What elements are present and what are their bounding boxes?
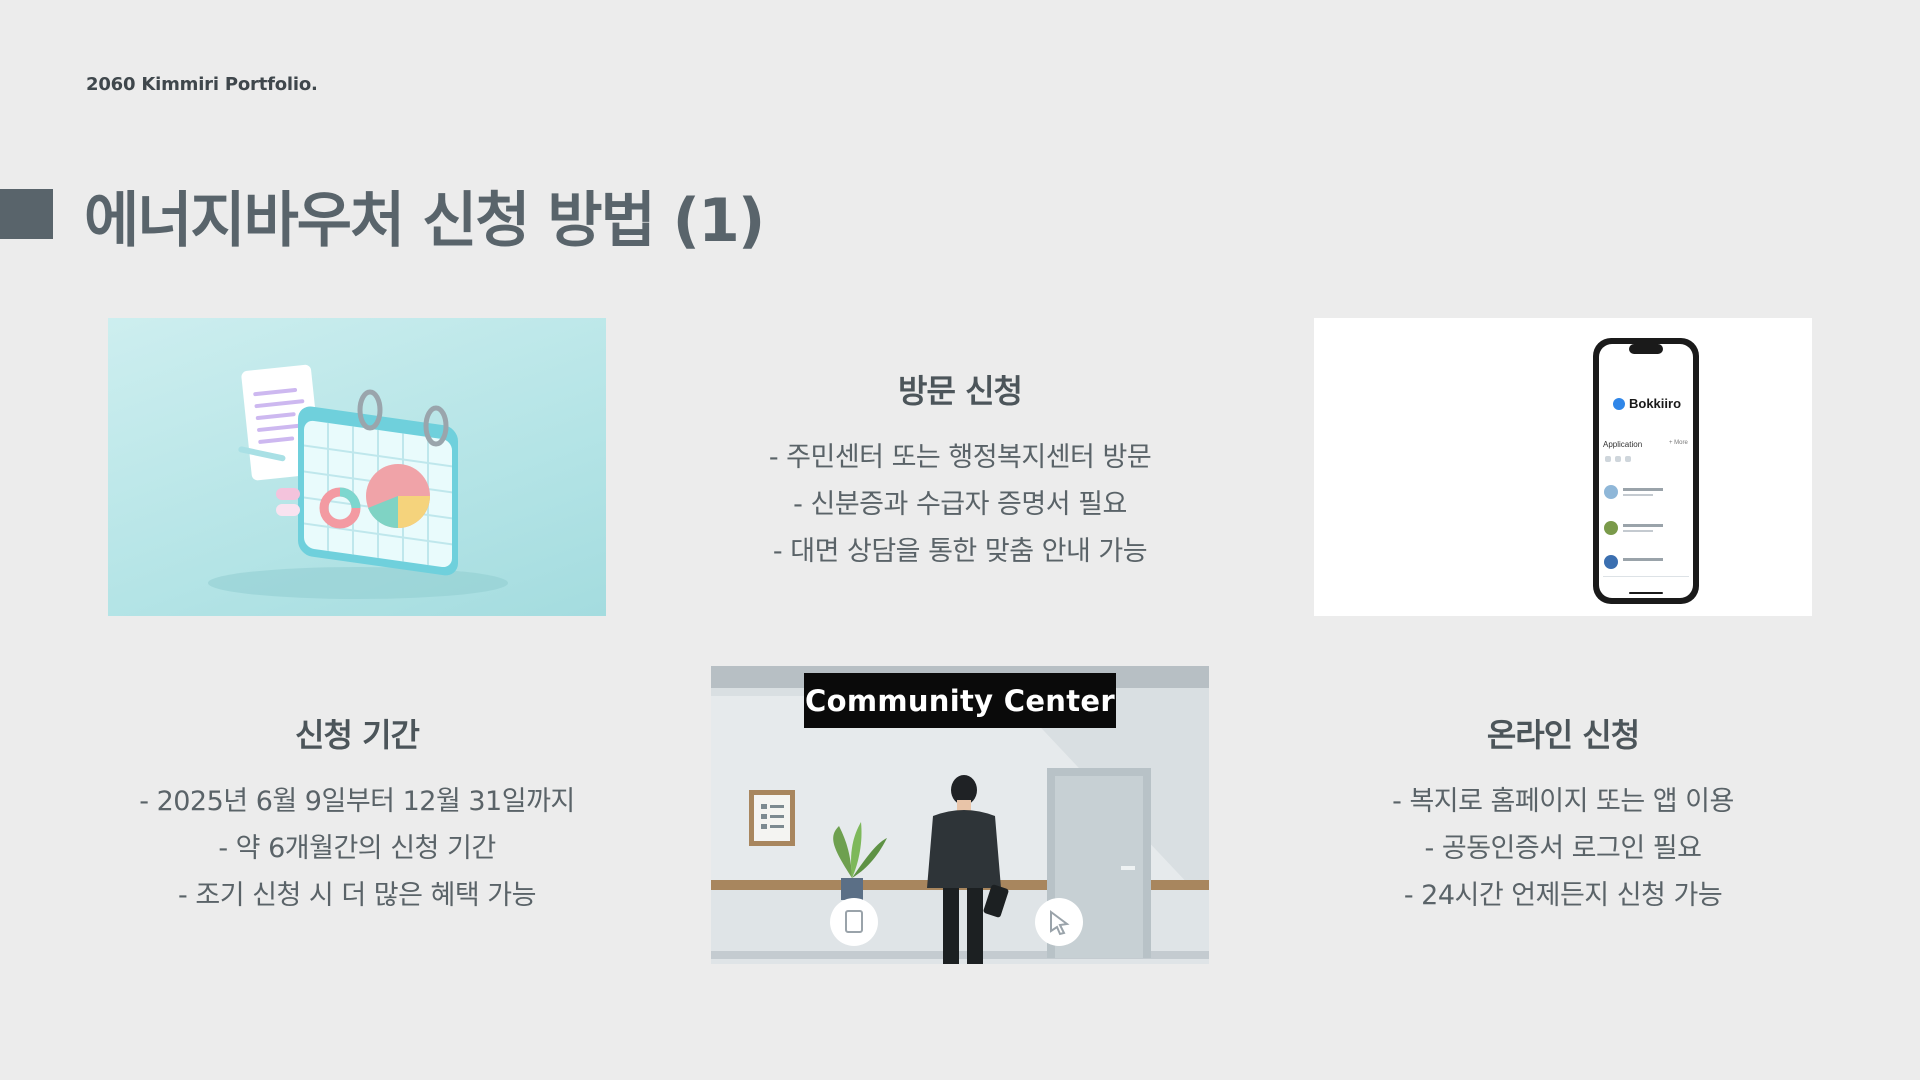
phone-app-image: Bokkiiro Application + More (1314, 318, 1812, 616)
phone-app-name: Bokkiiro (1629, 396, 1682, 411)
phone-more-link: + More (1669, 440, 1688, 446)
visit-section: 방문 신청 - 주민센터 또는 행정복지센터 방문 - 신분증과 수급자 증명서… (690, 366, 1230, 575)
visit-line: - 신분증과 수급자 증명서 필요 (793, 489, 1127, 520)
title-accent-bar (0, 189, 53, 239)
period-section: 신청 기간 - 2025년 6월 9일부터 12월 31일까지 - 약 6개월간… (87, 710, 627, 919)
page-title: 에너지바우처 신청 방법 (1) (84, 186, 765, 256)
period-line: - 조기 신청 시 더 많은 혜택 가능 (178, 880, 536, 911)
phone-section-label: Application (1603, 440, 1643, 449)
online-line: - 24시간 언제든지 신청 가능 (1403, 880, 1723, 911)
online-line: - 공동인증서 로그인 필요 (1424, 833, 1702, 864)
community-center-sign: Community Center (804, 673, 1116, 728)
phone-icon: Bokkiiro Application + More (1591, 336, 1701, 606)
online-section: 온라인 신청 - 복지로 홈페이지 또는 앱 이용 - 공동인증서 로그인 필요… (1293, 710, 1833, 919)
period-line: - 2025년 6월 9일부터 12월 31일까지 (139, 786, 575, 817)
period-line: - 약 6개월간의 신청 기간 (218, 833, 496, 864)
brand-label: 2060 Kimmiri Portfolio. (86, 74, 318, 95)
community-center-image: Community Center (711, 666, 1209, 964)
calendar-chart-icon (208, 364, 508, 599)
online-heading: 온라인 신청 (1486, 716, 1640, 754)
visit-line: - 주민센터 또는 행정복지센터 방문 (768, 442, 1152, 473)
visit-heading: 방문 신청 (898, 372, 1023, 410)
visit-line: - 대면 상담을 통한 맞춤 안내 가능 (772, 536, 1148, 567)
period-heading: 신청 기간 (295, 716, 420, 754)
calendar-chart-illustration (108, 318, 606, 616)
online-line: - 복지로 홈페이지 또는 앱 이용 (1392, 786, 1734, 817)
